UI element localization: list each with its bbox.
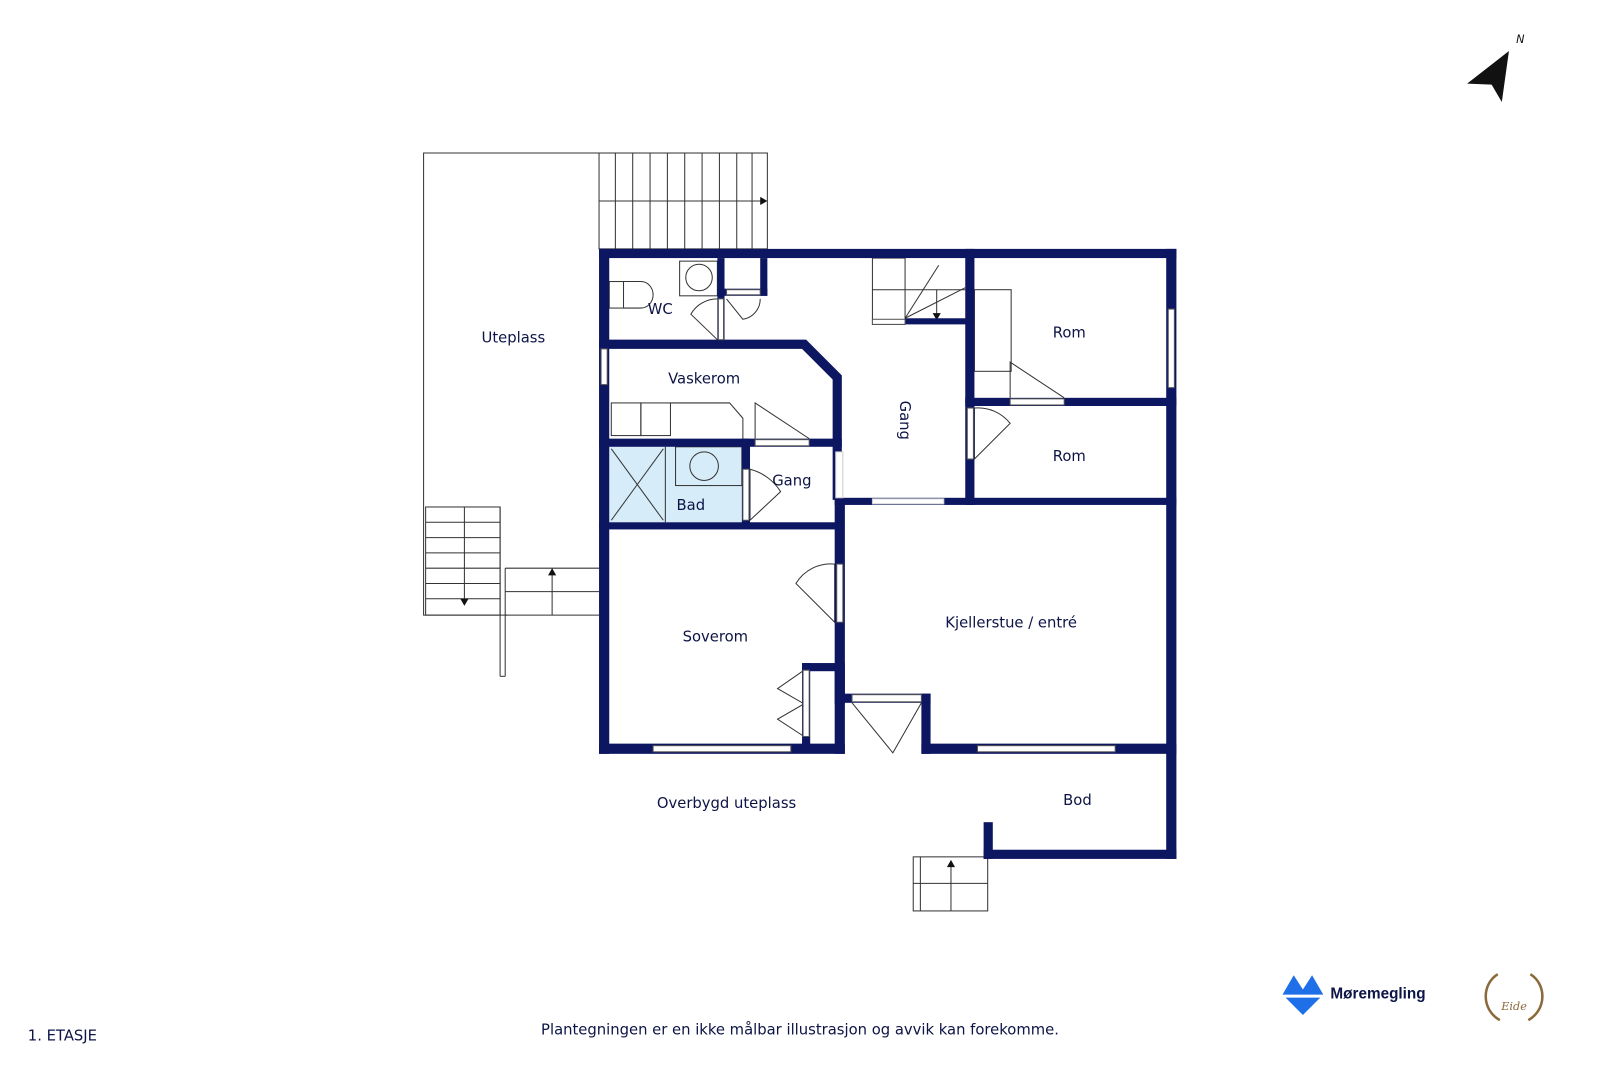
disclaimer: Plantegningen er en ikke målbar illustra… [541,1021,1059,1038]
room-label-bad: Bad [677,497,706,514]
room-label-rom-upper: Rom [1053,325,1086,342]
room-label-rom-lower: Rom [1053,448,1086,465]
moremegling-logo: Møremegling [1282,975,1426,1015]
room-label-vaskerom: Vaskerom [668,371,740,388]
svg-text:Eide: Eide [1500,1000,1527,1013]
doors [690,298,1065,754]
room-label-gang-small: Gang [772,473,811,490]
compass-north-arrow-icon: N [1467,33,1525,103]
exterior-structures [423,152,989,912]
svg-text:N: N [1516,33,1525,46]
room-label-overbygd: Overbygd uteplass [657,795,796,812]
top-stairs [599,153,764,249]
room-label-bod: Bod [1063,792,1092,809]
room-label-uteplass: Uteplass [482,330,546,347]
photographer-laurel-logo: Eide [1484,973,1544,1022]
room-label-wc: WC [648,301,673,318]
room-label-kjellerstue: Kjellerstue / entré [945,614,1077,631]
walls [599,248,1177,859]
floor-label: 1. ETASJE [28,1027,97,1044]
svg-text:Møremegling: Møremegling [1330,986,1425,1003]
room-label-soverom: Soverom [683,629,748,646]
windows [600,289,1175,753]
room-label-gang-main: Gang [896,401,913,440]
